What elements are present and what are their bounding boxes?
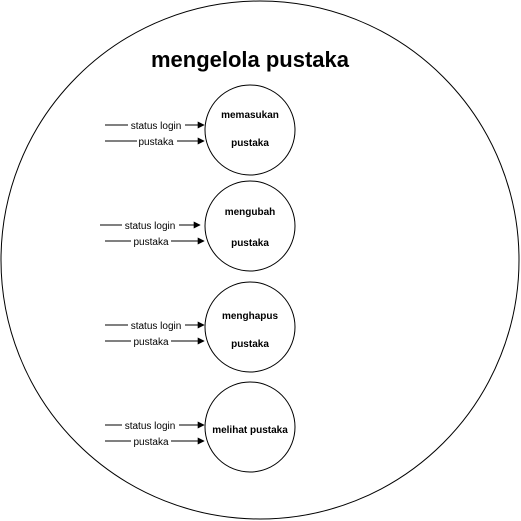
flow-label-pustaka: pustaka (133, 237, 168, 248)
flow-label-pustaka: pustaka (133, 337, 168, 348)
flow-label-group-2: status login pustaka (122, 219, 179, 248)
flow-label-group-1: status login pustaka (128, 119, 185, 148)
process-label-line1: mengubah (225, 207, 276, 218)
flow-label-status-login: status login (131, 121, 182, 132)
process-memasukan-pustaka: memasukan pustaka (105, 84, 296, 176)
process-label-line1: melihat pustaka (212, 425, 288, 436)
flow-label-pustaka: pustaka (138, 137, 173, 148)
process-label-line2: pustaka (231, 138, 269, 149)
flow-label-group-4: status login pustaka (122, 419, 179, 448)
flow-label-status-login: status login (125, 421, 176, 432)
process-menghapus-pustaka: menghapus pustaka (105, 281, 296, 373)
process-circle (204, 180, 296, 272)
flow-label-pustaka: pustaka (133, 437, 168, 448)
process-circle (204, 281, 296, 373)
process-label-line2: pustaka (231, 339, 269, 350)
process-label-line1: menghapus (222, 311, 279, 322)
diagram-title: mengelola pustaka (151, 47, 350, 72)
process-label-line1: memasukan (221, 110, 279, 121)
flow-label-group-3: status login pustaka (128, 319, 185, 348)
process-circle (204, 84, 296, 176)
process-melihat-pustaka: melihat pustaka (105, 381, 296, 473)
flow-label-status-login: status login (125, 221, 176, 232)
flow-label-status-login: status login (131, 321, 182, 332)
process-label-line2: pustaka (231, 238, 269, 249)
process-circle (204, 381, 296, 473)
